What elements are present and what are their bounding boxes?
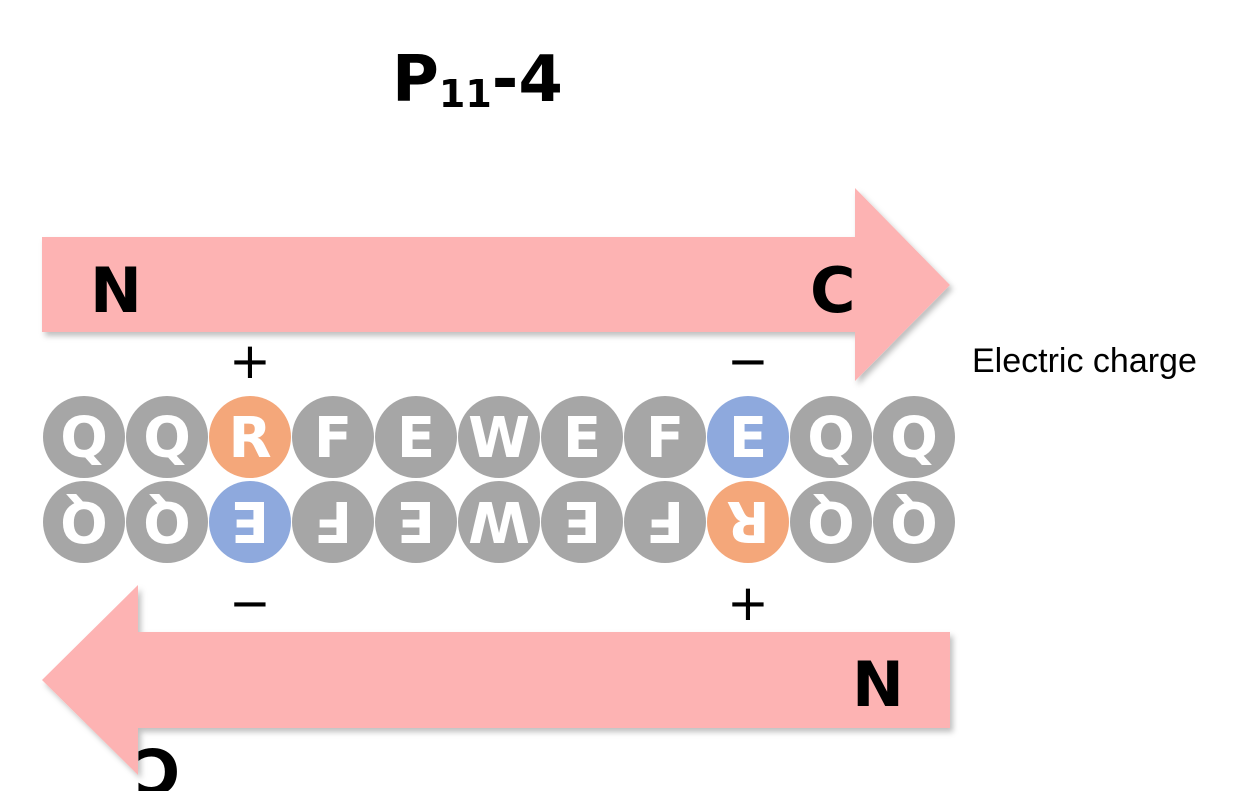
top-residue-circle xyxy=(873,396,955,478)
bottom-residue-10: Q xyxy=(126,481,208,563)
top-residue-5: E xyxy=(375,396,457,478)
bottom-residue-letter: E xyxy=(231,488,269,553)
top-residue-letter: Q xyxy=(60,406,108,471)
bottom-residue-letter: W xyxy=(468,488,530,553)
top-residue-circle xyxy=(458,396,540,478)
bottom-residue-letter: F xyxy=(314,488,352,553)
top-residue-8: F xyxy=(624,396,706,478)
top-strand-start-label: N xyxy=(90,254,142,327)
bottom-residue-circle xyxy=(126,481,208,563)
top-residue-letter: Q xyxy=(143,406,191,471)
top-residue-circle xyxy=(43,396,125,478)
top-residue-letter: W xyxy=(468,406,530,471)
bottom-residue-circle xyxy=(624,481,706,563)
top-negative-charge-sign: − xyxy=(727,332,769,390)
top-residue-2: Q xyxy=(126,396,208,478)
bottom-residue-circle xyxy=(873,481,955,563)
bottom-residue-6: W xyxy=(458,481,540,563)
top-residue-3: R xyxy=(209,396,291,478)
bottom-residue-11: Q xyxy=(43,481,125,563)
top-residue-6: W xyxy=(458,396,540,478)
top-residue-letter: F xyxy=(646,406,684,471)
bottom-strand-arrow xyxy=(42,585,950,775)
bottom-positive-charge-sign: + xyxy=(727,574,769,632)
bottom-residue-letter: E xyxy=(397,488,435,553)
top-residue-circle xyxy=(126,396,208,478)
top-residue-letter: Q xyxy=(807,406,855,471)
top-residue-4: F xyxy=(292,396,374,478)
top-residue-circle xyxy=(292,396,374,478)
bottom-residue-letter: Q xyxy=(60,488,108,553)
bottom-residue-circle xyxy=(458,481,540,563)
bottom-residue-letter: Q xyxy=(807,488,855,553)
top-positive-charge-sign: + xyxy=(229,332,271,390)
bottom-residue-circle xyxy=(541,481,623,563)
top-residue-9: E xyxy=(707,396,789,478)
bottom-residue-circle xyxy=(375,481,457,563)
bottom-residue-circle xyxy=(292,481,374,563)
bottom-residue-9: E xyxy=(209,481,291,563)
top-strand-arrow xyxy=(42,188,950,381)
top-residue-letter: Q xyxy=(890,406,938,471)
diagram-title: P11-4 xyxy=(392,40,563,134)
bottom-strand-end-label: C xyxy=(134,734,180,791)
bottom-strand-start-label: N xyxy=(852,648,904,721)
top-residue-10: Q xyxy=(790,396,872,478)
top-residue-letter: R xyxy=(228,406,271,471)
bottom-residue-8: F xyxy=(292,481,374,563)
bottom-residue-circle xyxy=(790,481,872,563)
title-main: P xyxy=(392,43,439,117)
top-residue-circle xyxy=(790,396,872,478)
top-residue-1: Q xyxy=(43,396,125,478)
title-subscript: 11 xyxy=(438,72,492,116)
bottom-residue-letter: R xyxy=(726,488,769,553)
top-residue-circle xyxy=(209,396,291,478)
top-residue-letter: E xyxy=(397,406,435,471)
bottom-residue-letter: F xyxy=(646,488,684,553)
bottom-strand-charges: −+ xyxy=(229,574,769,632)
top-strand-end-label: C xyxy=(810,254,856,327)
top-residue-circle xyxy=(707,396,789,478)
title-suffix: -4 xyxy=(491,43,563,117)
bottom-residue-letter: Q xyxy=(890,488,938,553)
bottom-residue-1: Q xyxy=(873,481,955,563)
top-strand-charges: +− xyxy=(229,332,769,390)
bottom-residue-circle xyxy=(707,481,789,563)
top-residue-7: E xyxy=(541,396,623,478)
top-residue-letter: E xyxy=(729,406,767,471)
bottom-residue-7: E xyxy=(375,481,457,563)
top-residue-circle xyxy=(541,396,623,478)
electric-charge-caption: Electric charge xyxy=(972,342,1197,380)
bottom-residue-2: Q xyxy=(790,481,872,563)
bottom-residue-3: R xyxy=(707,481,789,563)
bottom-residue-4: F xyxy=(624,481,706,563)
top-residue-letter: F xyxy=(314,406,352,471)
top-residue-11: Q xyxy=(873,396,955,478)
bottom-residue-circle xyxy=(209,481,291,563)
bottom-residue-5: E xyxy=(541,481,623,563)
top-residue-letter: E xyxy=(563,406,601,471)
bottom-residue-letter: E xyxy=(563,488,601,553)
bottom-residue-circle xyxy=(43,481,125,563)
bottom-negative-charge-sign: − xyxy=(229,574,271,632)
top-residue-circle xyxy=(375,396,457,478)
bottom-residue-letter: Q xyxy=(143,488,191,553)
top-residue-circle xyxy=(624,396,706,478)
